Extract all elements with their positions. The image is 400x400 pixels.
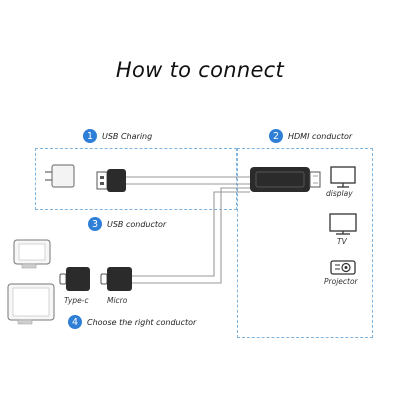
step-2-label: HDMI conductor: [288, 131, 353, 141]
hdmi-group-box: [237, 148, 373, 338]
monitor-icon: [330, 166, 356, 188]
tv-icon: [329, 213, 357, 235]
phone-icon: [13, 239, 51, 269]
micro-plug-icon: [100, 267, 132, 291]
step-1-number: 1: [83, 129, 97, 143]
projector-icon: [330, 260, 356, 275]
usb-cable: [126, 176, 250, 185]
otg-cable-wire-outer: [132, 191, 250, 277]
micro-label: Micro: [107, 296, 128, 305]
tv-label: TV: [337, 237, 347, 246]
step-4-label: Choose the right conductor: [87, 317, 197, 327]
usb-a-plug-icon: [96, 169, 126, 192]
type-c-plug-icon: [59, 267, 90, 291]
step-3-label: USB conductor: [107, 219, 167, 229]
step-2: 2 HDMI conductor: [269, 129, 352, 143]
step-3: 3 USB conductor: [88, 217, 166, 231]
wall-charger-icon: [45, 164, 75, 188]
hdmi-plug-icon: [250, 167, 321, 192]
projector-label: Projector: [324, 277, 358, 286]
tablet-icon: [7, 283, 55, 325]
step-4-number: 4: [68, 315, 82, 329]
step-2-number: 2: [269, 129, 283, 143]
otg-cable: [132, 187, 250, 284]
type-c-label: Type-c: [64, 296, 89, 305]
step-1: 1 USB Charing: [83, 129, 152, 143]
display-label: display: [326, 189, 353, 198]
step-4: 4 Choose the right conductor: [68, 315, 196, 329]
usb-charging-group-box: [35, 148, 237, 210]
step-1-label: USB Charing: [102, 131, 153, 141]
otg-cable-wire-inner: [132, 187, 250, 284]
step-3-number: 3: [88, 217, 102, 231]
page-title: How to connect: [115, 58, 285, 82]
